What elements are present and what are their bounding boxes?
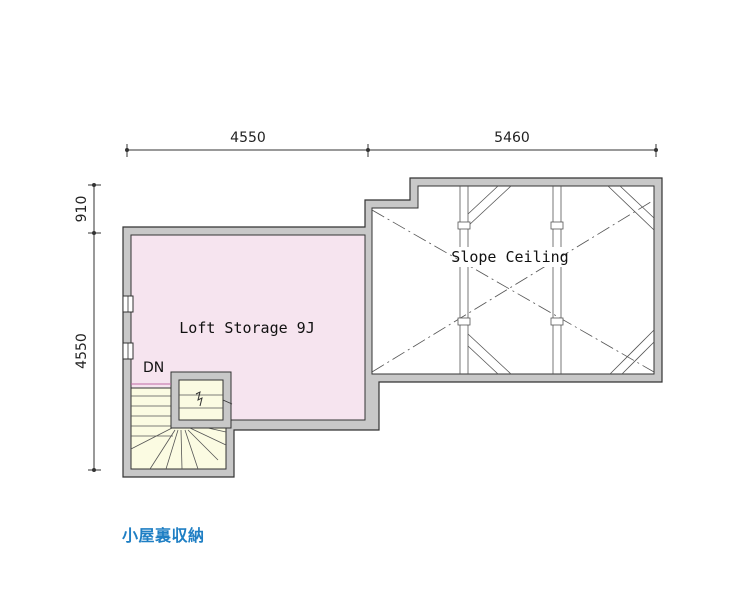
dimension-left-bottom: 4550 (74, 333, 90, 369)
slope-ceiling-room (371, 185, 655, 375)
loft-storage-label: Loft Storage 9J (179, 319, 314, 337)
window-left-upper (122, 295, 134, 313)
dimension-top-right: 5460 (494, 130, 530, 146)
dimension-top-left: 4550 (230, 130, 266, 146)
slope-ceiling-label-bg (458, 247, 562, 267)
staircase (130, 371, 233, 470)
stair-dn-label: DN (143, 360, 164, 376)
dimension-left-top: 910 (74, 196, 90, 223)
window-left-lower (122, 342, 134, 360)
dimension-lines (88, 144, 658, 472)
slope-ceiling-label: Slope Ceiling (451, 248, 568, 266)
slope-ceiling-structure (371, 185, 655, 375)
floor-label: 小屋裏収納 (122, 526, 205, 545)
